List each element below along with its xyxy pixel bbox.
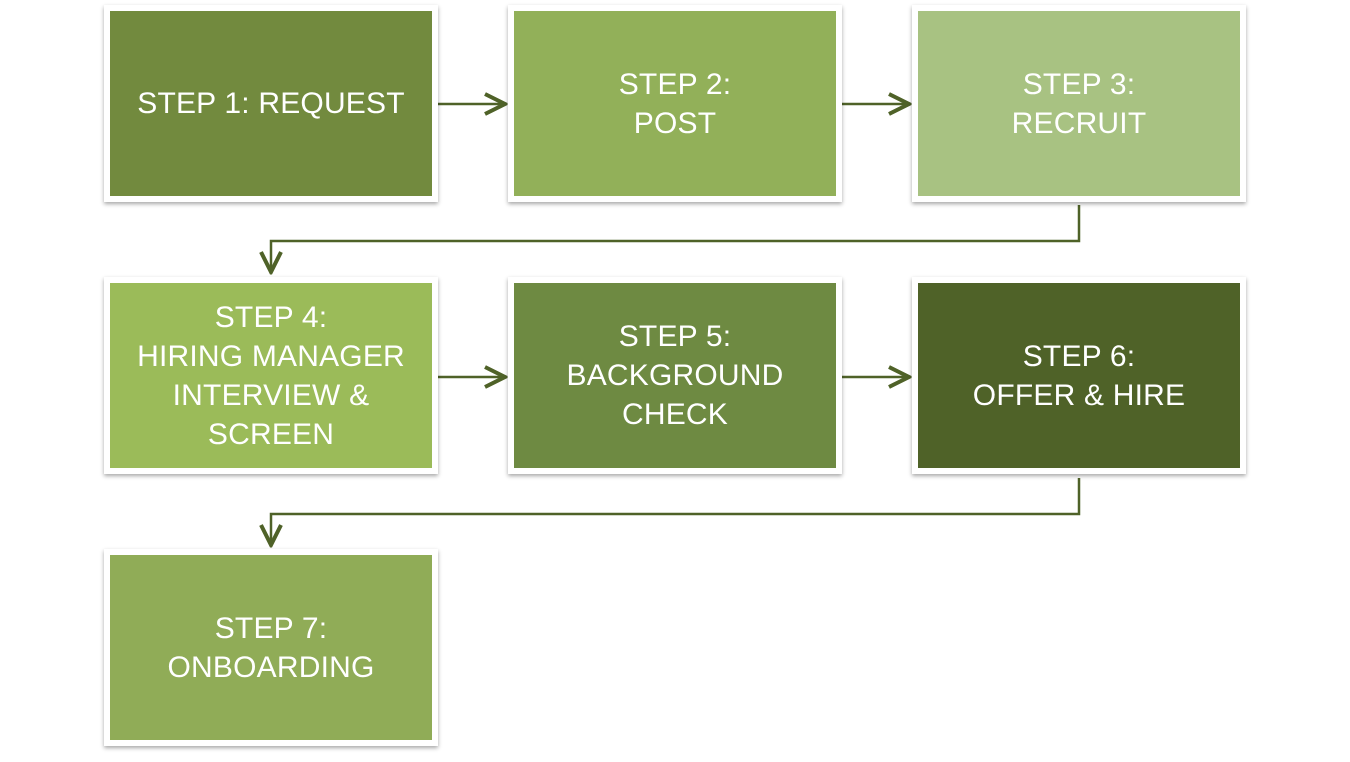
step-4-interview-box: STEP 4: HIRING MANAGER INTERVIEW & SCREE… (104, 277, 438, 474)
step-5-label: STEP 5: BACKGROUND CHECK (566, 320, 784, 431)
step-7-label: STEP 7: ONBOARDING (167, 611, 375, 684)
step-3-label: STEP 3: RECRUIT (1011, 67, 1147, 140)
arrow-step3-to-step4 (271, 205, 1081, 272)
step-2-post-box: STEP 2: POST (508, 5, 842, 202)
step-5-background-check-box: STEP 5: BACKGROUND CHECK (508, 277, 842, 474)
step-3-recruit-box: STEP 3: RECRUIT (912, 5, 1246, 202)
arrow-step6-to-step7 (271, 478, 1081, 545)
step-2-label: STEP 2: POST (618, 67, 732, 140)
step-6-offer-hire-box: STEP 6: OFFER & HIRE (912, 277, 1246, 474)
step-7-onboarding-box: STEP 7: ONBOARDING (104, 549, 438, 746)
step-1-request-box: STEP 1: REQUEST (104, 5, 438, 202)
step-1-label: STEP 1: REQUEST (137, 87, 405, 120)
step-4-label: STEP 4: HIRING MANAGER INTERVIEW & SCREE… (137, 300, 405, 451)
step-6-label: STEP 6: OFFER & HIRE (972, 339, 1186, 412)
